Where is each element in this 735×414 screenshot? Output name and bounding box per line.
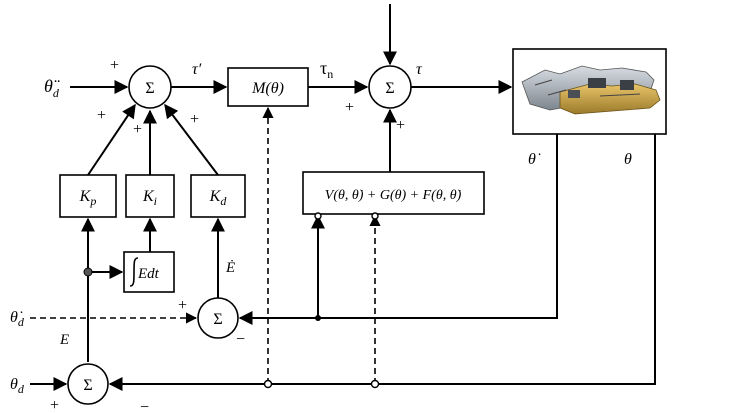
- line-theta-dot-feedback: [238, 134, 558, 325]
- mass-matrix-block: [227, 67, 309, 107]
- sign-sum1-top: +: [110, 57, 119, 74]
- sign-sum2-bottom: +: [396, 117, 405, 134]
- label-e-dot: Ė: [225, 260, 235, 276]
- sign-sum4-left: +: [50, 397, 59, 414]
- robot-hand-image: [521, 65, 661, 115]
- label-tau-n: τn: [320, 58, 333, 81]
- line-kd-out: [164, 103, 219, 176]
- line-theta-feedback: [108, 134, 656, 391]
- kp-label: Kp: [79, 188, 97, 208]
- e-branch-node: [83, 267, 93, 277]
- sign-sum3-right: −: [236, 331, 245, 348]
- label-e: E: [59, 332, 69, 348]
- sign-sum1-kd: +: [190, 111, 199, 128]
- kd-block: [190, 174, 246, 218]
- label-theta-dot-out: θ̇: [528, 151, 541, 168]
- sign-sum3-left: +: [178, 297, 187, 314]
- sign-sum1-kp: +: [97, 107, 106, 124]
- dyn-input-node-1: [314, 212, 322, 220]
- sign-sum2-left: +: [345, 99, 354, 116]
- theta-dot-node: [315, 315, 321, 321]
- label-theta-dot-d: θ̇d: [10, 309, 25, 329]
- mass-matrix-label: M(θ): [251, 80, 284, 97]
- sum-junction-4: [67, 363, 109, 405]
- line-kp-out: [87, 103, 136, 176]
- ki-label: Ki: [142, 188, 157, 208]
- label-theta-d: θd: [10, 376, 25, 396]
- integral-text: Edt: [137, 266, 160, 282]
- dynamics-block: [302, 171, 485, 215]
- label-theta-out: θ: [624, 151, 632, 168]
- label-tau: τ: [416, 61, 423, 78]
- sum-4-symbol: Σ: [83, 377, 92, 394]
- label-theta-dd-d: θ̈d: [44, 76, 60, 100]
- kd-label: Kd: [209, 188, 228, 208]
- theta-node-1: [263, 379, 273, 389]
- label-tau-prime: τ′: [192, 61, 202, 78]
- theta-node-2: [370, 379, 380, 389]
- sign-sum1-ki: +: [133, 121, 142, 138]
- dyn-input-node-2: [371, 212, 379, 220]
- sum-2-symbol: Σ: [385, 80, 394, 97]
- sum-1-symbol: Σ: [145, 80, 154, 97]
- ki-block: [125, 174, 175, 218]
- sign-sum4-right: −: [140, 399, 149, 414]
- sum-3-symbol: Σ: [213, 311, 222, 328]
- dynamics-label: V(θ, θ̇) + G(θ) + F(θ, θ̇): [325, 188, 462, 203]
- integral-sign-icon: [129, 257, 139, 287]
